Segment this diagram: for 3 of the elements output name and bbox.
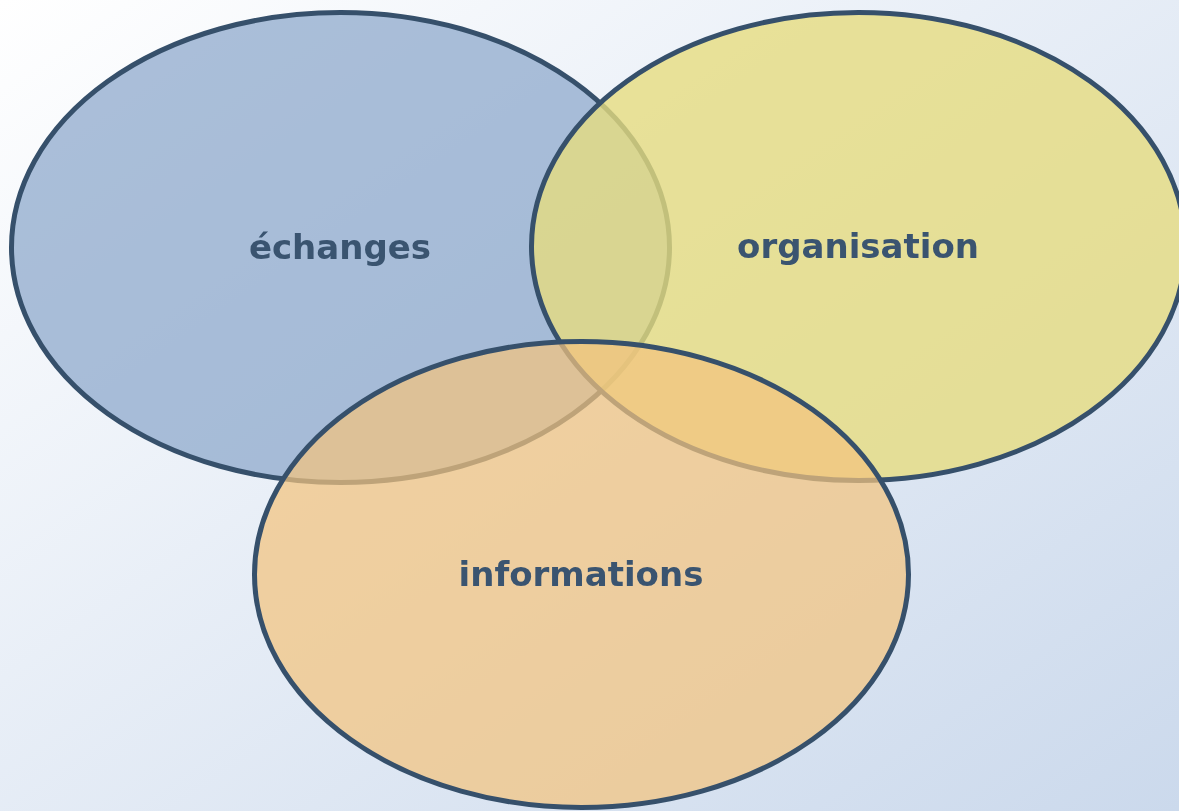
set-label: organisation — [737, 224, 979, 268]
set-label: informations — [458, 552, 704, 596]
set-label: échanges — [248, 225, 432, 269]
